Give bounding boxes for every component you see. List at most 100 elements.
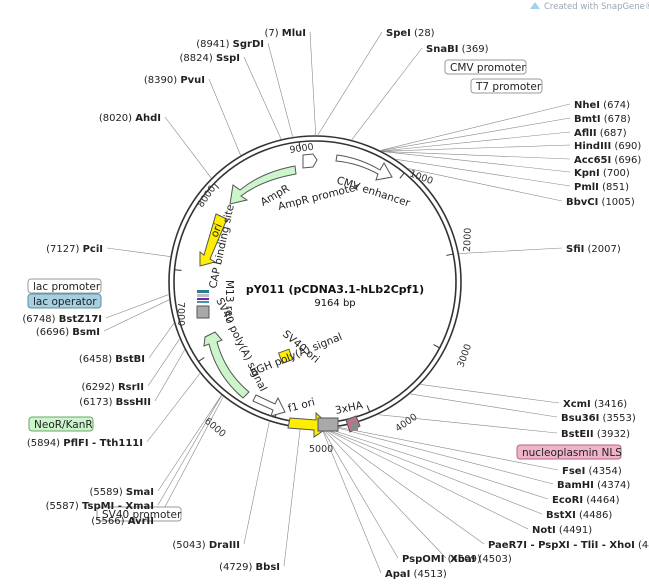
site-name: EcoRI [552, 495, 583, 506]
site-leader-line [324, 428, 529, 530]
lac-promoter-mark [197, 294, 209, 297]
site-name: BmtI [574, 114, 601, 125]
site-name: PaeR7I - PspXI - TliI - XhoI [488, 540, 635, 551]
tick-mark [366, 405, 371, 413]
svg-text:T7 promoter: T7 promoter [475, 81, 542, 93]
site-position: (4509) [444, 554, 481, 565]
lac-promoter-tag: lac promoter [27, 278, 102, 294]
site-leader-line [410, 393, 558, 418]
site-position: (1005) [598, 197, 635, 208]
restriction-site-label: BbvCI (1005) [566, 197, 635, 208]
site-leader-line [317, 31, 383, 136]
tick-mark [433, 344, 440, 349]
site-position: (5043) [172, 540, 208, 551]
site-name: PvuI [180, 75, 205, 86]
tick-mark [213, 183, 220, 189]
site-position: (5589) [89, 487, 125, 498]
site-leader-line [420, 384, 560, 404]
restriction-site-label: (6748) BstZ17I [22, 314, 102, 325]
tick-mark [198, 357, 205, 362]
site-name: BbsI [256, 562, 280, 573]
site-name: SspI [216, 53, 240, 64]
site-position: (5894) [27, 438, 63, 449]
site-leader-line [208, 78, 241, 156]
snapgene-logo-icon [530, 2, 540, 9]
site-position: (4503) [475, 554, 512, 565]
tick-mark [399, 172, 405, 179]
ori-arrow [199, 213, 228, 267]
site-name: DraIII [209, 540, 240, 551]
restriction-site-label: EcoRI (4464) [552, 495, 620, 506]
restriction-site-label: (4729) BbsI [219, 562, 280, 573]
svg-text:nucleoplasmin NLS: nucleoplasmin NLS [522, 447, 622, 459]
svg-text:lac operator: lac operator [33, 296, 97, 308]
site-leader-line [103, 299, 170, 332]
site-position: (7) [264, 28, 281, 39]
site-name: PciI [83, 244, 103, 255]
tick-8000: 8000 [195, 184, 218, 210]
label-m13-rev: M13 rev [223, 280, 235, 323]
site-position: (4374) [594, 480, 631, 491]
m13-rev-mark [197, 298, 209, 300]
site-leader-line [309, 31, 317, 136]
site-position: (6173) [79, 397, 115, 408]
label-ori: ori [209, 222, 225, 239]
restriction-site-label: (6292) RsrII [82, 382, 144, 393]
label-ampr-promoter: AmpR promoter [277, 181, 362, 213]
restriction-site-label: PspOMI (4509) [402, 554, 481, 565]
site-leader-line [106, 247, 171, 257]
site-name: BssHII [116, 397, 151, 408]
site-leader-line [283, 428, 301, 567]
site-name: XcmI [563, 399, 591, 410]
restriction-site-label: ApaI (4513) [385, 569, 447, 580]
site-position: (6458) [79, 354, 115, 365]
site-leader-line [321, 428, 382, 574]
site-leader-line [157, 396, 224, 521]
site-position: (6748) [22, 314, 58, 325]
site-name: HindIII [574, 141, 611, 152]
site-position: (28) [411, 28, 435, 39]
cmv-promoter-tag: CMV promoter [444, 59, 527, 75]
site-position: (687) [597, 128, 627, 139]
site-position: (7127) [46, 244, 82, 255]
site-position: (5566) [91, 516, 127, 527]
site-position: (690) [611, 141, 641, 152]
restriction-site-label: (7) MluI [264, 28, 306, 39]
site-leader-line [395, 159, 571, 187]
site-name: Acc65I [574, 155, 611, 166]
label-sv40-polya-signal: SV40 poly(A) signal [213, 296, 269, 393]
site-position: (700) [600, 168, 630, 179]
site-position: (6696) [36, 327, 72, 338]
site-position: (851) [599, 182, 629, 193]
cap-binding-site-mark [197, 290, 209, 293]
svg-text:NeoR/KanR: NeoR/KanR [34, 419, 93, 431]
site-leader-lines [103, 31, 571, 574]
boxed-feature-labels: CMV promoter T7 promoter lac promoter la… [27, 59, 622, 522]
tick-mark [174, 269, 182, 271]
plasmid-length: 9164 bp [314, 298, 355, 309]
site-name: NheI [574, 100, 600, 111]
site-position: (4354) [585, 466, 622, 477]
site-leader-line [157, 395, 222, 506]
site-leader-line [380, 103, 571, 151]
restriction-site-label: Acc65I (696) [574, 155, 641, 166]
tick-6000: 6000 [202, 416, 228, 440]
restriction-site-label: (6458) BstBI [79, 354, 145, 365]
t7-promoter-tag: T7 promoter [470, 78, 543, 94]
site-position: (4464) [583, 495, 620, 506]
svg-text:lac promoter: lac promoter [33, 281, 101, 293]
restriction-site-label: (8390) PvuI [144, 75, 205, 86]
restriction-site-label: SnaBI (369) [426, 44, 489, 55]
neor-kanr-arrow [203, 331, 250, 399]
site-name: XbaI [450, 554, 475, 565]
site-name: PflFI - Tth111I [63, 438, 143, 449]
site-leader-line [337, 426, 559, 471]
svg-text:SV40 promoter: SV40 promoter [102, 509, 182, 521]
svg-text:CMV promoter: CMV promoter [450, 62, 526, 74]
site-position: (3553) [599, 413, 636, 424]
watermark-text: Created with SnapGene® [544, 2, 649, 12]
site-name: SnaBI [426, 44, 458, 55]
tick-mark [446, 253, 454, 256]
